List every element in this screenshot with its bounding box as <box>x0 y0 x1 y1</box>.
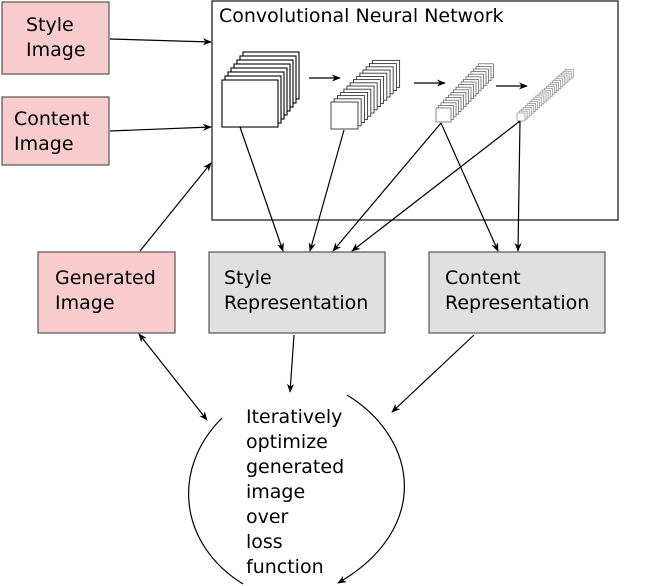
conv-layer-3-stack <box>435 63 494 123</box>
content-image-label-line2: Image <box>14 133 74 155</box>
generated-image-label-line1: Generated <box>55 267 156 289</box>
layer3-to-style-arrow <box>332 122 442 252</box>
optimize-line-4: image <box>246 481 305 503</box>
generated-image-label-line2: Image <box>55 292 115 314</box>
style-representation-label-line2: Representation <box>224 292 368 314</box>
content-representation-label-line2: Representation <box>445 292 589 314</box>
content-representation-label-line1: Content <box>445 267 521 289</box>
cnn-title: Convolutional Neural Network <box>219 5 504 27</box>
generated-image-to-cnn-arrow <box>139 162 212 252</box>
conv-layer-1-stack <box>221 51 300 128</box>
content-image-label-line1: Content <box>14 108 90 130</box>
generated-image-box <box>37 251 176 334</box>
style-rep-to-optimize-arrow <box>286 334 295 393</box>
optimize-text: Iteratively optimize generated image ove… <box>246 406 344 578</box>
content-image-box <box>1 96 110 166</box>
layer3-to-content-arrow <box>440 122 499 252</box>
layer1-to-style-arrow <box>239 126 284 252</box>
optimize-loop-left-arc <box>188 417 244 585</box>
optimize-line-2: optimize <box>246 431 328 453</box>
feature-map <box>330 101 359 130</box>
generated-optimize-double-arrow <box>138 333 208 421</box>
layer2-to-style-arrow <box>308 129 345 252</box>
feature-map <box>221 79 279 128</box>
conv-layer-4-stack <box>516 68 574 122</box>
feature-map <box>516 112 526 122</box>
optimize-line-6: loss <box>246 531 283 553</box>
content-image-to-cnn-arrow <box>109 123 212 132</box>
feature-map <box>435 107 452 123</box>
style-image-to-cnn-arrow <box>109 38 212 46</box>
style-image-label-line1: Style <box>26 14 74 36</box>
style-representation-box <box>208 251 386 334</box>
content-rep-to-optimize-arrow <box>391 334 475 413</box>
conv-layer-2-stack <box>330 59 401 130</box>
optimize-line-3: generated <box>246 456 344 478</box>
optimize-line-7: function <box>246 556 324 578</box>
style-image-label-line2: Image <box>26 39 86 61</box>
layer4-to-content-arrow <box>514 120 522 252</box>
layer4-to-style-arrow <box>351 120 521 252</box>
style-representation-label-line1: Style <box>224 267 272 289</box>
optimize-line-1: Iteratively <box>246 406 342 428</box>
optimize-loop-right-arc <box>337 394 405 584</box>
style-image-box <box>1 1 110 75</box>
optimize-line-5: over <box>246 506 289 528</box>
content-representation-box <box>428 251 606 334</box>
